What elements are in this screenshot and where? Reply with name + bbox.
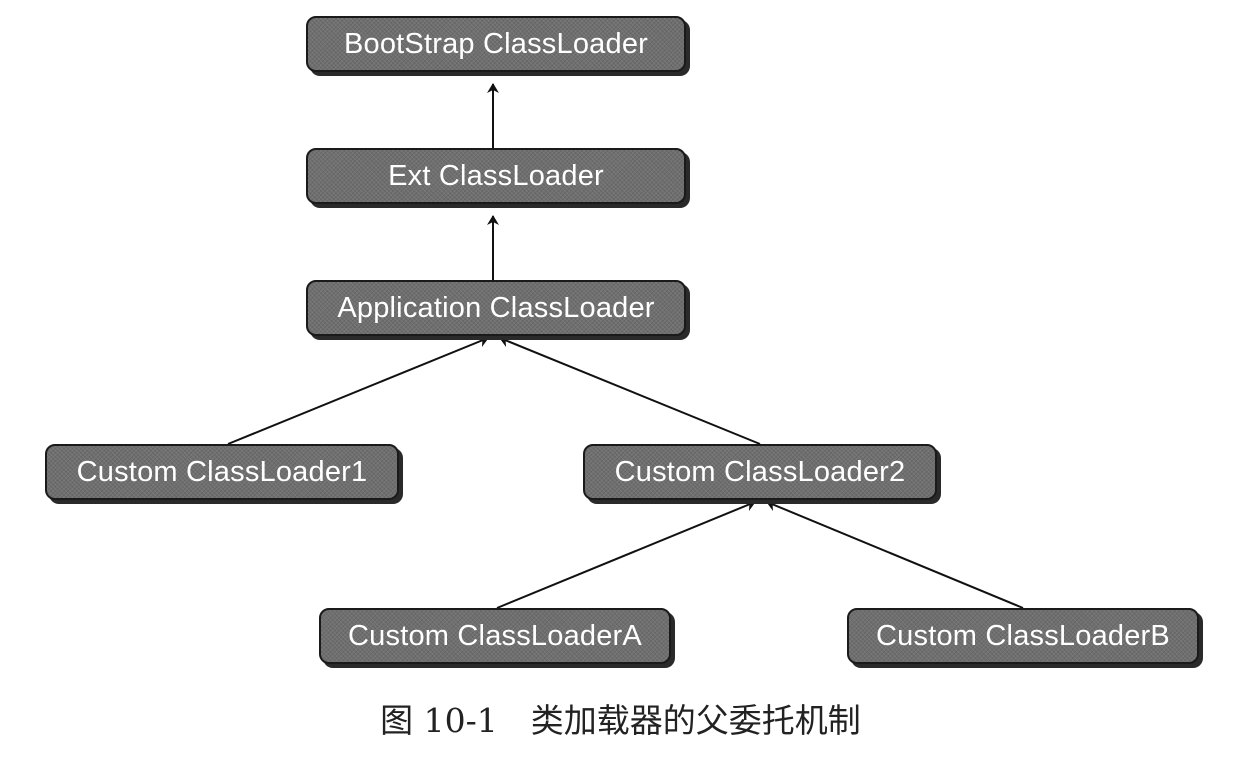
node-custom-classloadera: Custom ClassLoaderA bbox=[319, 608, 671, 664]
figure-caption: 图 10-1 类加载器的父委托机制 bbox=[380, 701, 861, 740]
edge-customB-to-custom2 bbox=[766, 499, 1024, 609]
node-application-classloader: Application ClassLoader bbox=[306, 280, 686, 336]
node-custom-classloader2: Custom ClassLoader2 bbox=[583, 444, 937, 500]
edge-customA-to-custom2 bbox=[496, 499, 756, 609]
edge-custom1-to-application bbox=[227, 335, 489, 445]
node-custom-classloader1: Custom ClassLoader1 bbox=[45, 444, 399, 500]
node-ext-classloader: Ext ClassLoader bbox=[306, 148, 686, 204]
node-bootstrap-classloader: BootStrap ClassLoader bbox=[306, 16, 686, 72]
node-custom-classloaderb: Custom ClassLoaderB bbox=[847, 608, 1199, 664]
edge-custom2-to-application bbox=[499, 335, 761, 445]
